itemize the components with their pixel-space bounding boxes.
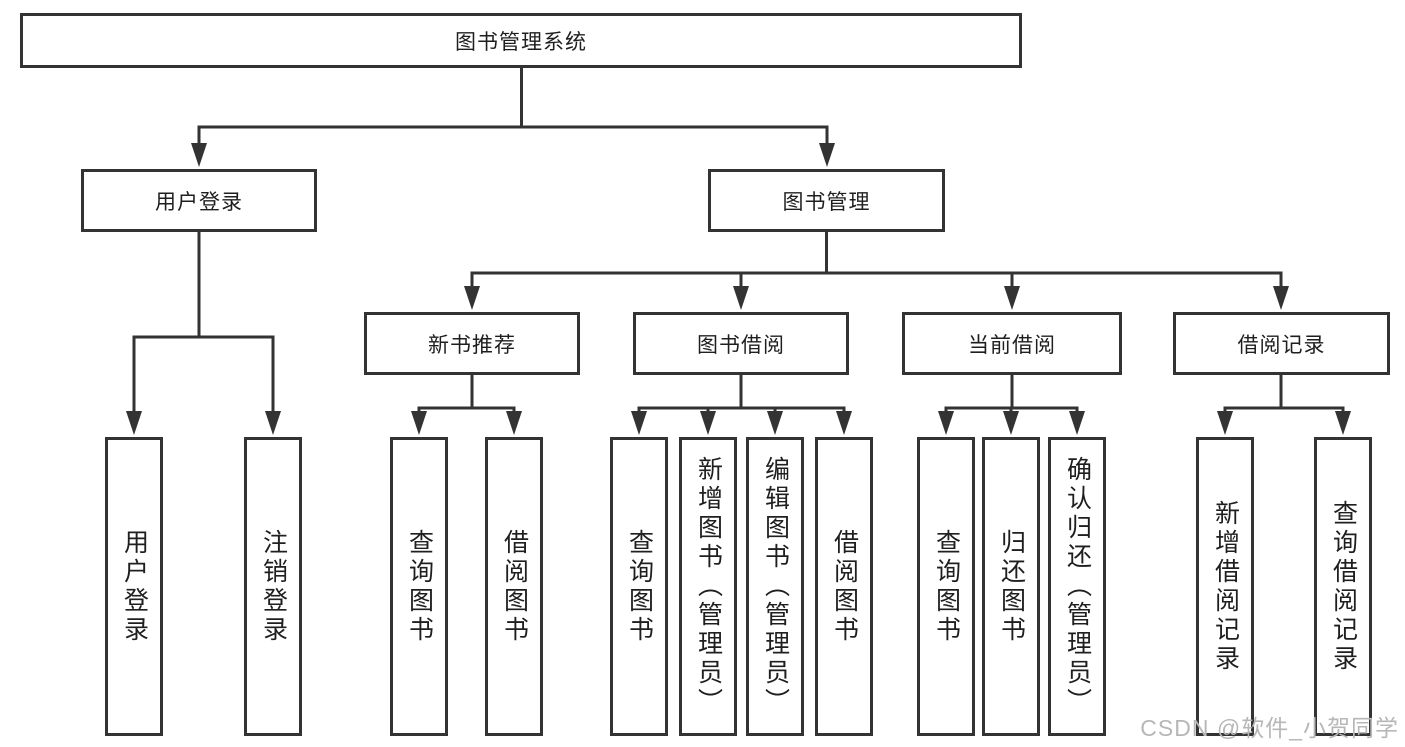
connector-borrow-records-to-leaves (1223, 375, 1345, 413)
arrow-down-icon (1069, 411, 1085, 435)
arrow-down-icon (1273, 286, 1289, 310)
arrow-down-icon (126, 411, 142, 435)
connector-user-login-to-leaves (132, 232, 275, 413)
arrow-down-icon (506, 411, 522, 435)
leaf-borrow-query-book: 查询图书 (610, 437, 668, 736)
connector-root-to-level2 (197, 68, 829, 145)
node-borrow-records-label: 借阅记录 (1237, 333, 1326, 357)
arrow-down-icon (836, 411, 852, 435)
arrow-down-icon (1003, 411, 1019, 435)
arrow-down-icon (700, 411, 716, 435)
node-current-borrow: 当前借阅 (902, 312, 1122, 375)
leaf-records-add-record-label: 新增借阅记录 (1211, 499, 1240, 674)
node-book-management: 图书管理 (708, 169, 945, 232)
leaf-logout-label: 注销登录 (259, 528, 288, 645)
arrow-down-icon (767, 411, 783, 435)
node-new-book-recommend-label: 新书推荐 (428, 333, 516, 357)
node-current-borrow-label: 当前借阅 (968, 333, 1056, 357)
node-book-borrow: 图书借阅 (633, 312, 849, 375)
leaf-current-query-book-label: 查询图书 (932, 528, 961, 645)
arrow-down-icon (631, 411, 647, 435)
leaf-current-query-book: 查询图书 (917, 437, 975, 736)
leaf-recommend-borrow-book-label: 借阅图书 (500, 528, 529, 645)
arrow-down-icon (1335, 411, 1351, 435)
arrow-down-icon (191, 143, 207, 167)
connector-current-borrow-to-leaves (944, 375, 1079, 413)
leaf-borrow-borrow-book-label: 借阅图书 (830, 528, 859, 645)
leaf-borrow-add-book: 新增图书（管理员） (679, 437, 737, 736)
node-borrow-records: 借阅记录 (1173, 312, 1390, 375)
connector-new-book-recommend-to-leaves (417, 375, 516, 413)
leaf-recommend-query-book-label: 查询图书 (405, 528, 434, 645)
node-book-borrow-label: 图书借阅 (697, 333, 785, 357)
arrow-down-icon (938, 411, 954, 435)
leaf-borrow-borrow-book: 借阅图书 (815, 437, 873, 736)
leaf-borrow-query-book-label: 查询图书 (625, 528, 654, 645)
leaf-recommend-borrow-book: 借阅图书 (485, 437, 543, 736)
leaf-current-return-book-label: 归还图书 (997, 528, 1026, 645)
leaf-logout: 注销登录 (244, 437, 302, 736)
arrow-down-icon (464, 286, 480, 310)
leaf-borrow-add-book-label: 新增图书（管理员） (694, 456, 723, 717)
leaf-user-login: 用户登录 (105, 437, 163, 736)
node-new-book-recommend: 新书推荐 (364, 312, 580, 375)
node-book-management-label: 图书管理 (782, 190, 871, 214)
leaf-user-login-label: 用户登录 (120, 528, 149, 645)
connector-book-borrow-to-leaves (637, 375, 846, 413)
leaf-records-query-record-label: 查询借阅记录 (1329, 499, 1358, 674)
arrow-down-icon (819, 143, 835, 167)
node-user-login: 用户登录 (81, 169, 317, 232)
leaf-borrow-edit-book-label: 编辑图书（管理员） (761, 456, 790, 717)
leaf-current-return-book: 归还图书 (982, 437, 1040, 736)
leaf-borrow-edit-book: 编辑图书（管理员） (746, 437, 804, 736)
node-root-label: 图书管理系统 (455, 30, 587, 54)
arrow-down-icon (265, 411, 281, 435)
connector-book-management-to-level3 (470, 232, 1283, 288)
leaf-current-confirm-return-label: 确认归还（管理员） (1063, 456, 1092, 717)
arrow-down-icon (411, 411, 427, 435)
leaf-records-query-record: 查询借阅记录 (1314, 437, 1372, 736)
node-user-login-label: 用户登录 (155, 190, 243, 214)
leaf-recommend-query-book: 查询图书 (390, 437, 448, 736)
arrow-down-icon (1217, 411, 1233, 435)
node-root-system: 图书管理系统 (20, 13, 1022, 68)
arrow-down-icon (1004, 286, 1020, 310)
leaf-records-add-record: 新增借阅记录 (1196, 437, 1254, 736)
arrow-down-icon (733, 286, 749, 310)
leaf-current-confirm-return: 确认归还（管理员） (1048, 437, 1106, 736)
